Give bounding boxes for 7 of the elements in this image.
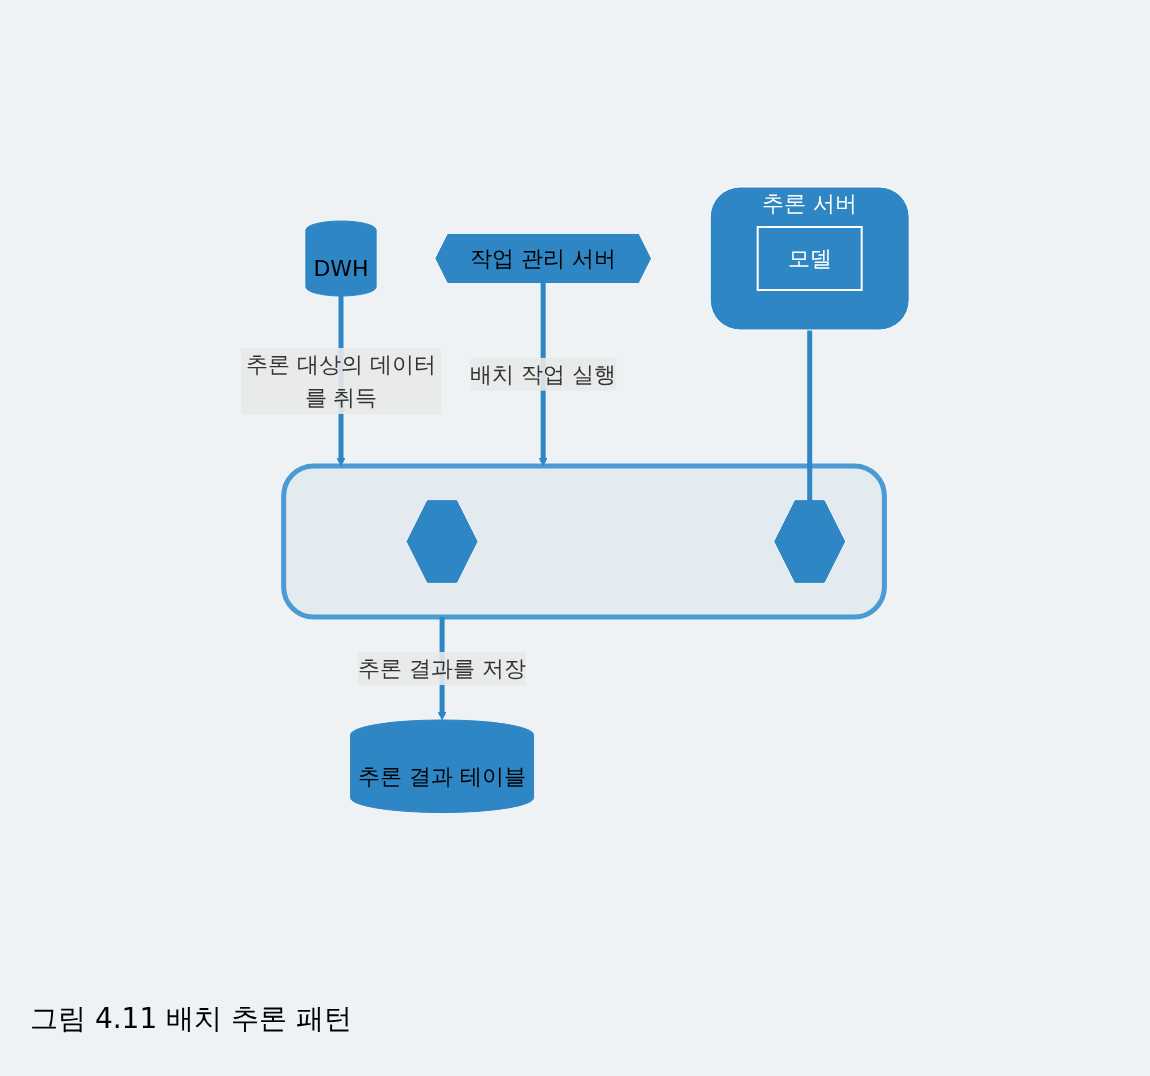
connector [807, 330, 813, 502]
node-box: 모델 [756, 226, 863, 292]
edge-label: 추론 대상의 데이터를 취득 [245, 352, 436, 411]
edge-label: 추론 결과를 저장 [357, 656, 526, 682]
cluster [281, 463, 887, 620]
edge-label: 배치 작업 실행 [470, 361, 617, 387]
figure-caption: 그림 4.11 배치 추론 패턴 [29, 1001, 353, 1037]
